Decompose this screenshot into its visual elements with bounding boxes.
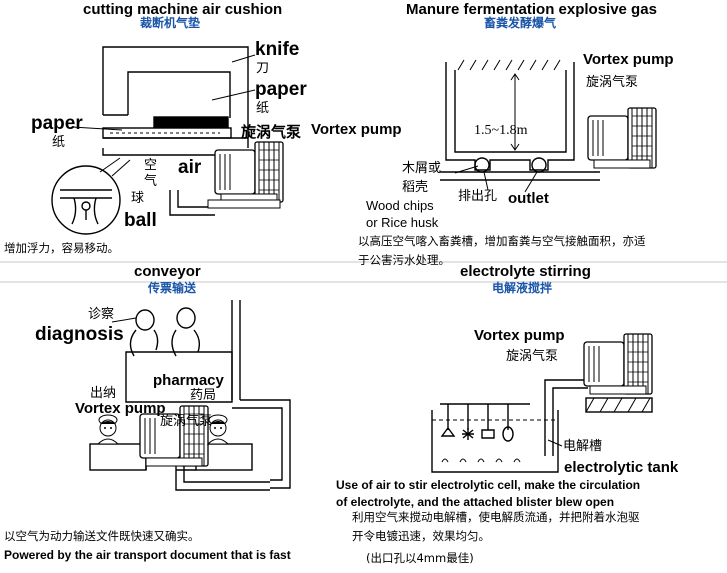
pump-base-1 xyxy=(207,199,281,209)
electrolyte-caption-en-2: of electrolyte, and the attached blister… xyxy=(336,495,615,509)
pump-label-zh-2: 旋涡气泵 xyxy=(586,75,639,90)
nurse-figure-icon-1 xyxy=(97,414,119,445)
ball-label-zh: 球 xyxy=(131,191,145,206)
cutting-machine-drawing xyxy=(51,46,249,235)
knife-label-zh: 刀 xyxy=(256,61,270,76)
manure-caption-zh-2: 于公害污水处理。 xyxy=(358,253,450,267)
label-pointers-2 xyxy=(454,165,538,193)
vortex-pump-icon-2 xyxy=(587,107,657,169)
air-label-en: air xyxy=(178,157,202,178)
paper-left-label-en: paper xyxy=(31,113,83,134)
chips-label-zh-1: 木屑或 xyxy=(402,161,442,176)
vortex-pump-icon-4 xyxy=(583,333,653,395)
electrolyte-caption-note: (出口孔以4mm最佳) xyxy=(366,551,474,565)
chips-label-zh-2: 稻壳 xyxy=(402,180,429,195)
conveyor-caption-en: Powered by the air transport document th… xyxy=(4,548,291,562)
pump-label-en-2: Vortex pump xyxy=(583,51,674,68)
manure-title-zh: 畜粪发酵爆气 xyxy=(484,16,557,30)
panel-dividers xyxy=(0,261,727,283)
conveyor-title-en: conveyor xyxy=(134,263,201,280)
pump-label-zh-1: 旋涡气泵 xyxy=(241,124,302,141)
manure-tank-drawing xyxy=(440,59,600,181)
paper-left-label-zh: 纸 xyxy=(52,135,66,150)
conveyor-caption-zh: 以空气为动力输送文件既快速又确实。 xyxy=(4,529,200,543)
label-pointers-1 xyxy=(71,54,256,131)
pump-label-en-4: Vortex pump xyxy=(474,327,565,344)
outlet-label-en: outlet xyxy=(508,190,549,207)
cushion-title-en: cutting machine air cushion xyxy=(83,1,283,18)
tank-label-en: electrolytic tank xyxy=(564,459,679,476)
paper-label-en: paper xyxy=(255,79,307,100)
chips-label-en-1: Wood chips xyxy=(366,198,434,213)
tank-label-zh: 电解槽 xyxy=(563,439,603,454)
pump-label-en-1: Vortex pump xyxy=(311,121,402,138)
air-label-zh: 空气 xyxy=(144,158,158,189)
label-pointers-4 xyxy=(547,439,563,447)
manure-title-en: Manure fermentation explosive gas xyxy=(406,1,657,18)
pharmacy-label-en: pharmacy xyxy=(153,372,224,389)
electrolyte-title-en: electrolyte stirring xyxy=(460,263,591,280)
paper-label-zh: 纸 xyxy=(256,101,270,116)
cushion-caption-zh: 增加浮力，容易移动。 xyxy=(4,241,119,255)
cashier-label-zh: 出纳 xyxy=(90,386,117,401)
electrolyte-caption-zh-1: 利用空气来搅动电解槽，使电解质流通，并把附着水泡驱 xyxy=(352,510,640,524)
tank-depth-label: 1.5~1.8m xyxy=(474,123,528,138)
diagnosis-label-zh: 诊察 xyxy=(88,307,115,322)
diagnosis-label-en: diagnosis xyxy=(35,324,124,345)
outlet-label-zh: 排出孔 xyxy=(458,189,498,204)
pump-label-zh-3: 旋涡气泵 xyxy=(160,414,213,429)
ball-label-en: ball xyxy=(124,210,157,231)
label-pointers-3 xyxy=(111,317,137,323)
conveyor-title-zh: 传票输送 xyxy=(148,281,197,295)
electrolyte-title-zh: 电解液搅拌 xyxy=(492,281,553,295)
cushion-title-zh: 裁断机气垫 xyxy=(140,16,201,30)
vortex-pump-icon-1 xyxy=(214,141,284,203)
knife-label-en: knife xyxy=(255,39,300,60)
pump-label-en-3: Vortex pump xyxy=(75,400,166,417)
pharmacy-label-zh: 药局 xyxy=(190,388,217,403)
electrolyte-tank-drawing xyxy=(431,379,653,473)
electrolyte-caption-en-1: Use of air to stir electrolytic cell, ma… xyxy=(336,478,641,492)
electrolyte-caption-zh-2: 开令电镀迅速，效果均匀。 xyxy=(352,529,490,543)
manure-caption-zh-1: 以高压空气喀入畜粪槽，增加畜粪与空气接触面积，亦适 xyxy=(358,234,646,248)
chips-label-en-2: or Rice husk xyxy=(366,215,439,230)
pump-label-zh-4: 旋涡气泵 xyxy=(506,349,559,364)
